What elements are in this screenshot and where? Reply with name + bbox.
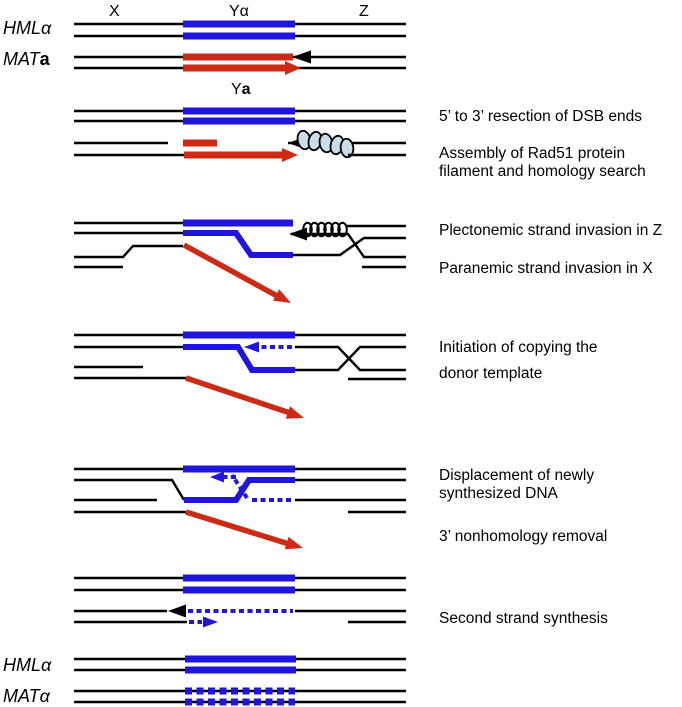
second-strand-arrow-icon [203, 616, 218, 628]
panel-second-strand: Second strand synthesis [74, 574, 608, 628]
annotation-plectonemic: Plectonemic strand invasion in Z [439, 222, 662, 239]
mat-gene-text: MAT [3, 49, 42, 69]
ya-tail-arrow-icon [285, 406, 304, 419]
rad51-filament-icon [296, 129, 355, 159]
ya-tail-shaft [185, 375, 291, 416]
nonhomology-tail-shaft [185, 509, 290, 547]
annotation-assembly-2: filament and homology search [439, 163, 646, 180]
dsb-3prime-end-arrow-icon [292, 50, 311, 64]
panel-initiation-copying: Initiation of copying the donor template [74, 331, 598, 419]
panel-resection-rad51: 5’ to 3’ resection of DSB ends Assembly … [74, 107, 646, 180]
region-label-x: X [109, 3, 120, 20]
locus-label-hml-alpha-top: HMLα [3, 18, 52, 38]
region-label-ya: Ya [231, 81, 251, 98]
annotation-second-strand: Second strand synthesis [439, 610, 608, 627]
donor-bottom-left [74, 478, 186, 501]
d-loop-blue-strand [183, 344, 295, 373]
plectonemic-coil-icon [302, 221, 348, 238]
panel-final-loci: HMLα MATα [3, 655, 406, 706]
annotation-displacement-1: Displacement of newly [439, 467, 594, 484]
annotation-resection: 5’ to 3’ resection of DSB ends [439, 108, 642, 125]
ya-tail-arrow-icon [273, 289, 291, 303]
region-label-y-alpha: Yα [229, 3, 249, 20]
d-loop-blue-strand [183, 230, 293, 258]
crossing-strand-up [295, 345, 406, 372]
annotation-nonhomology: 3’ nonhomology removal [439, 528, 607, 545]
ya-a-text: a [242, 81, 251, 98]
displaced-flap-diagonal [230, 473, 249, 500]
annotation-paranemic: Paranemic strand invasion in X [439, 260, 653, 277]
d-loop-exit-strand [293, 236, 406, 257]
region-label-z: Z [359, 3, 369, 20]
ya-bottom-arrow-icon [282, 148, 298, 162]
panel-strand-invasion: Plectonemic strand invasion in Z Paranem… [74, 219, 662, 303]
annotation-initiation-1: Initiation of copying the [439, 339, 598, 356]
mat-a-allele-text: a [40, 49, 51, 69]
annotation-assembly-1: Assembly of Rad51 protein [439, 145, 625, 162]
annotation-initiation-2: donor template [439, 365, 542, 382]
ya-tail-shaft [182, 242, 281, 300]
locus-label-mat-alpha: MATα [3, 686, 51, 706]
locus-label-mat-a: MATa [3, 49, 51, 69]
new-synthesis-arrow-icon [244, 341, 259, 353]
paranemic-strand-step [74, 244, 183, 259]
nonhomology-tail-arrow-icon [284, 536, 303, 550]
panel-initial-loci: X Yα Z HMLα MATa Ya [3, 3, 406, 98]
ya-y-text: Y [231, 81, 242, 98]
panel-displacement: Displacement of newly synthesized DNA 3’… [74, 465, 607, 550]
displaced-flap-arrow-icon [210, 471, 224, 483]
locus-label-hml-alpha-bottom: HMLα [3, 655, 52, 675]
invading-strand-path [291, 232, 406, 259]
annotation-displacement-2: synthesized DNA [439, 485, 559, 502]
rad51-monomer [339, 137, 355, 159]
copied-strand-arrow-icon [168, 604, 186, 618]
ya-arrow-icon [285, 61, 301, 75]
